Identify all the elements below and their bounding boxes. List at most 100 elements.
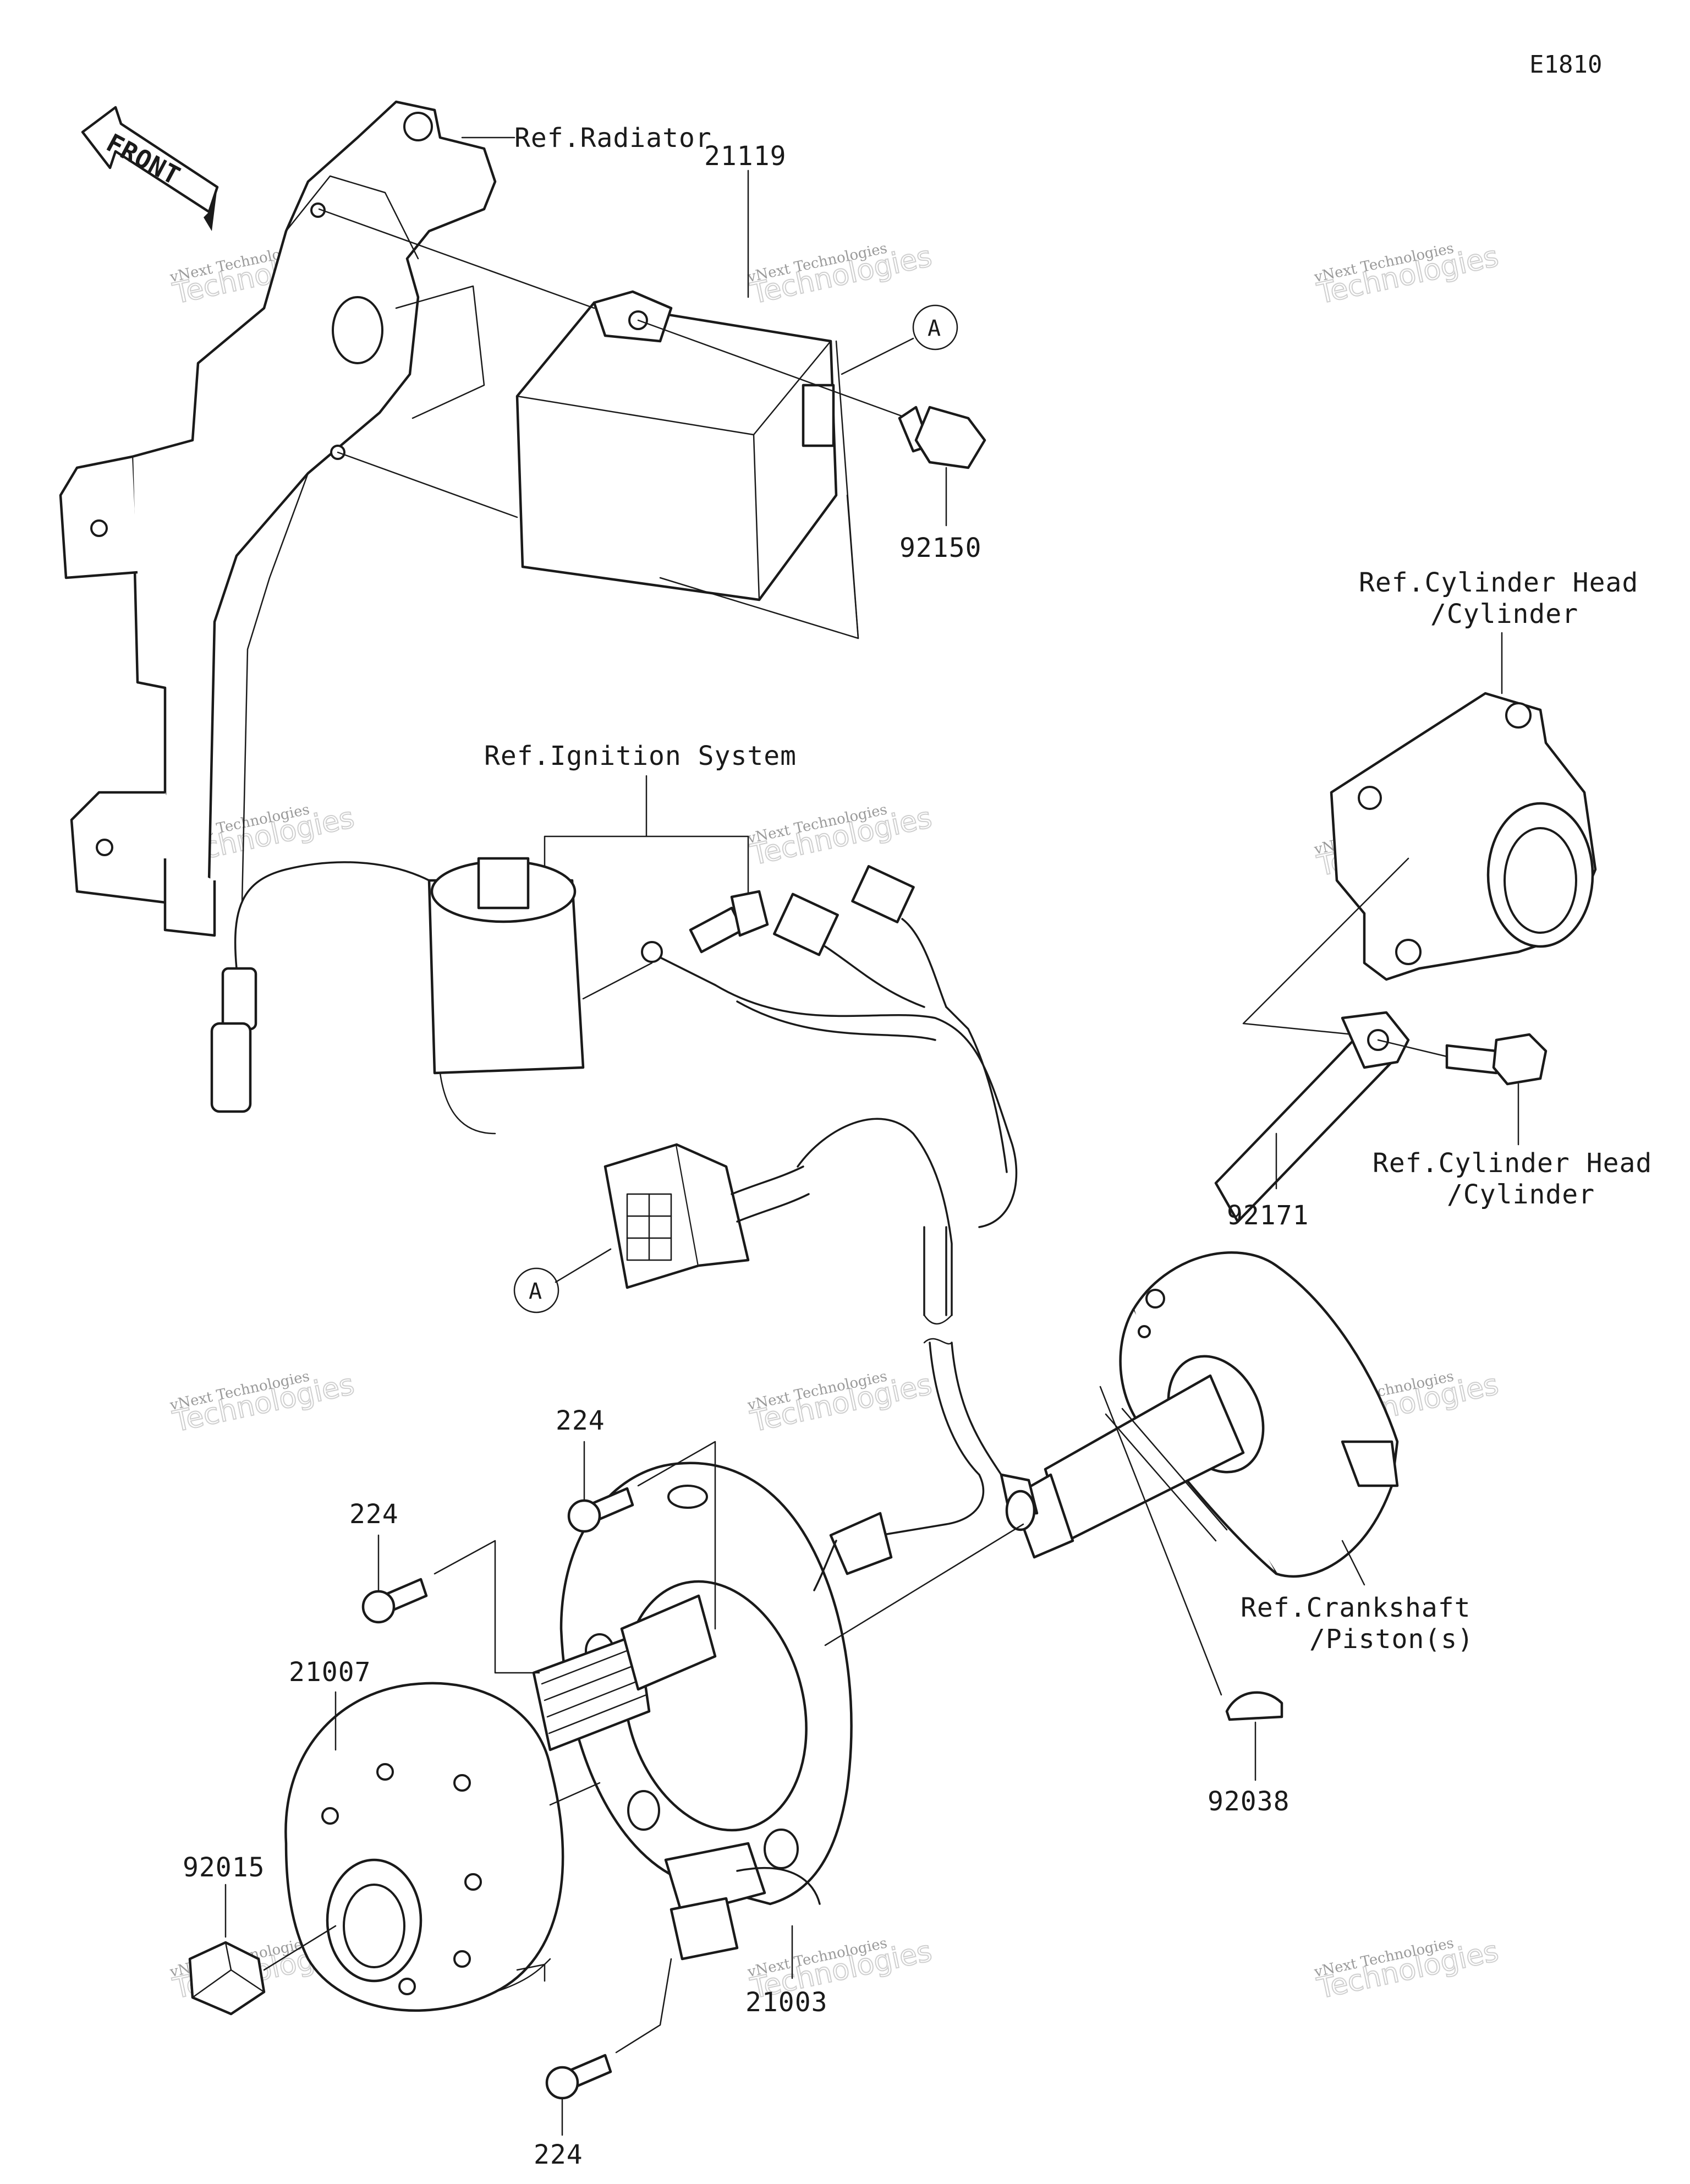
flywheel-leader (549, 1782, 601, 1806)
watermark: Technologies vNext Technologies (168, 1367, 358, 1439)
wire-break (923, 1314, 953, 1324)
diagram-code: E1810 (1529, 51, 1602, 79)
charging-coil (620, 1594, 717, 1691)
cdi-leader (318, 208, 595, 309)
cylinder-bolt (1445, 1033, 1548, 1086)
nut-leader (263, 1925, 337, 1971)
flywheel (284, 1682, 564, 2012)
flywheel-hole (453, 1950, 471, 1968)
callout-letter: A (529, 1279, 542, 1304)
coil-terminal (477, 857, 530, 910)
flywheel-hole (464, 1873, 482, 1891)
bracket-92171 (1214, 1011, 1410, 1223)
part-number-cdi: 21119 (704, 141, 787, 172)
bolt-leader (637, 319, 909, 419)
ref-cylinder-head-bottom-line1: Ref.Cylinder Head (1373, 1148, 1652, 1179)
watermark: Technologies vNext Technologies (746, 239, 936, 311)
callout-a-leader (841, 337, 914, 375)
connector-lead (736, 1193, 810, 1223)
ground-terminal (641, 890, 769, 986)
cylinder-head (1330, 692, 1597, 981)
stator-grommet (829, 1512, 893, 1575)
bracket-tab (59, 455, 138, 579)
pickup-coil-windings (541, 1644, 648, 1734)
harness-connectors (773, 865, 947, 1008)
key-leader (1105, 1413, 1217, 1542)
stator-lead-wire (951, 1342, 1002, 1476)
cdi-leader (337, 451, 518, 518)
harness-wire (736, 1000, 936, 1041)
callout-circle (912, 304, 958, 351)
cylinder-hole (1395, 939, 1422, 965)
stator-slot (667, 1485, 708, 1509)
callout-a-leader (555, 1248, 612, 1283)
ref-cylinder-head-top-line1: Ref.Cylinder Head (1359, 567, 1638, 598)
connector (773, 893, 839, 956)
flywheel-rim (284, 1682, 564, 2012)
ground-screw-head (730, 890, 769, 937)
bracket-hole (90, 519, 108, 537)
screw-224-bottom (545, 2054, 612, 2100)
part-number-nut: 92015 (183, 1852, 265, 1883)
wire-break (923, 1338, 953, 1345)
watermark: Technologies vNext Technologies (1313, 1934, 1502, 2006)
cdi-unit (515, 290, 838, 601)
coil-leader (582, 962, 653, 1000)
ref-crankshaft-line1: Ref.Crankshaft (1241, 1592, 1471, 1623)
coil-plug (210, 1022, 252, 1113)
stator-wire (813, 1540, 837, 1591)
bracket-hole (332, 296, 383, 364)
bracket-hole (310, 202, 326, 218)
callout-letter: A (928, 316, 941, 341)
front-arrow: FRONT (81, 106, 219, 231)
main-connector (603, 1143, 810, 1289)
flywheel-bore (343, 1884, 405, 1968)
part-number-key: 92038 (1208, 1786, 1290, 1817)
stator-slot (627, 1790, 660, 1831)
woodruff-key (1225, 1691, 1283, 1721)
flywheel-hole (321, 1807, 339, 1825)
connector-wire (901, 918, 947, 1008)
ignition-bracket-lines (544, 775, 749, 904)
stator-lead-wire (879, 1342, 985, 1536)
connector-lead (731, 1165, 804, 1195)
radiator-bracket (59, 100, 497, 937)
screw-leader (434, 1540, 540, 1674)
terminal-ring (641, 941, 663, 963)
coil-block (670, 1897, 739, 1961)
flywheel-edge (494, 1958, 551, 1993)
key-leader (1121, 1408, 1228, 1531)
flywheel-hole (398, 1978, 416, 1995)
bolt-shank (1445, 1044, 1498, 1075)
watermark: Technologies vNext Technologies (1313, 239, 1502, 311)
callout-a-top: A (912, 304, 958, 351)
cylinder-hole (1358, 786, 1382, 810)
callout-circle (513, 1267, 559, 1313)
part-number-screw-upper: 224 (556, 1405, 605, 1436)
connector-side (676, 1143, 750, 1267)
connector-pin-grid (626, 1193, 672, 1261)
crankshaft (1000, 1251, 1399, 1578)
bolt-92150 (898, 406, 986, 469)
ref-radiator-label: Ref.Radiator (514, 123, 712, 154)
bracket-hole (403, 112, 433, 141)
cylinder-leader (1242, 857, 1409, 1036)
terminal-wire (659, 956, 716, 986)
harness-wire (923, 1226, 947, 1316)
crank-counterweight (1341, 1440, 1399, 1487)
bolt-head (1492, 1033, 1548, 1086)
nut-92015 (188, 1941, 266, 2016)
lighting-coil (664, 1842, 766, 1917)
flywheel-notch (516, 1963, 546, 1982)
cylinder-hole (1505, 702, 1532, 729)
screw-224-left (361, 1578, 428, 1624)
harness-wire (945, 1006, 1008, 1173)
crank-hole (1138, 1325, 1151, 1338)
crankshaft-leader (1341, 1540, 1365, 1586)
harness-wire (797, 1118, 953, 1316)
pickup-coil (532, 1633, 651, 1751)
watermark: Technologies vNext Technologies (746, 801, 936, 872)
part-number-bracket: 92171 (1227, 1200, 1309, 1231)
bracket-edge (285, 175, 419, 260)
ref-ignition-label: Ref.Ignition System (484, 741, 797, 771)
